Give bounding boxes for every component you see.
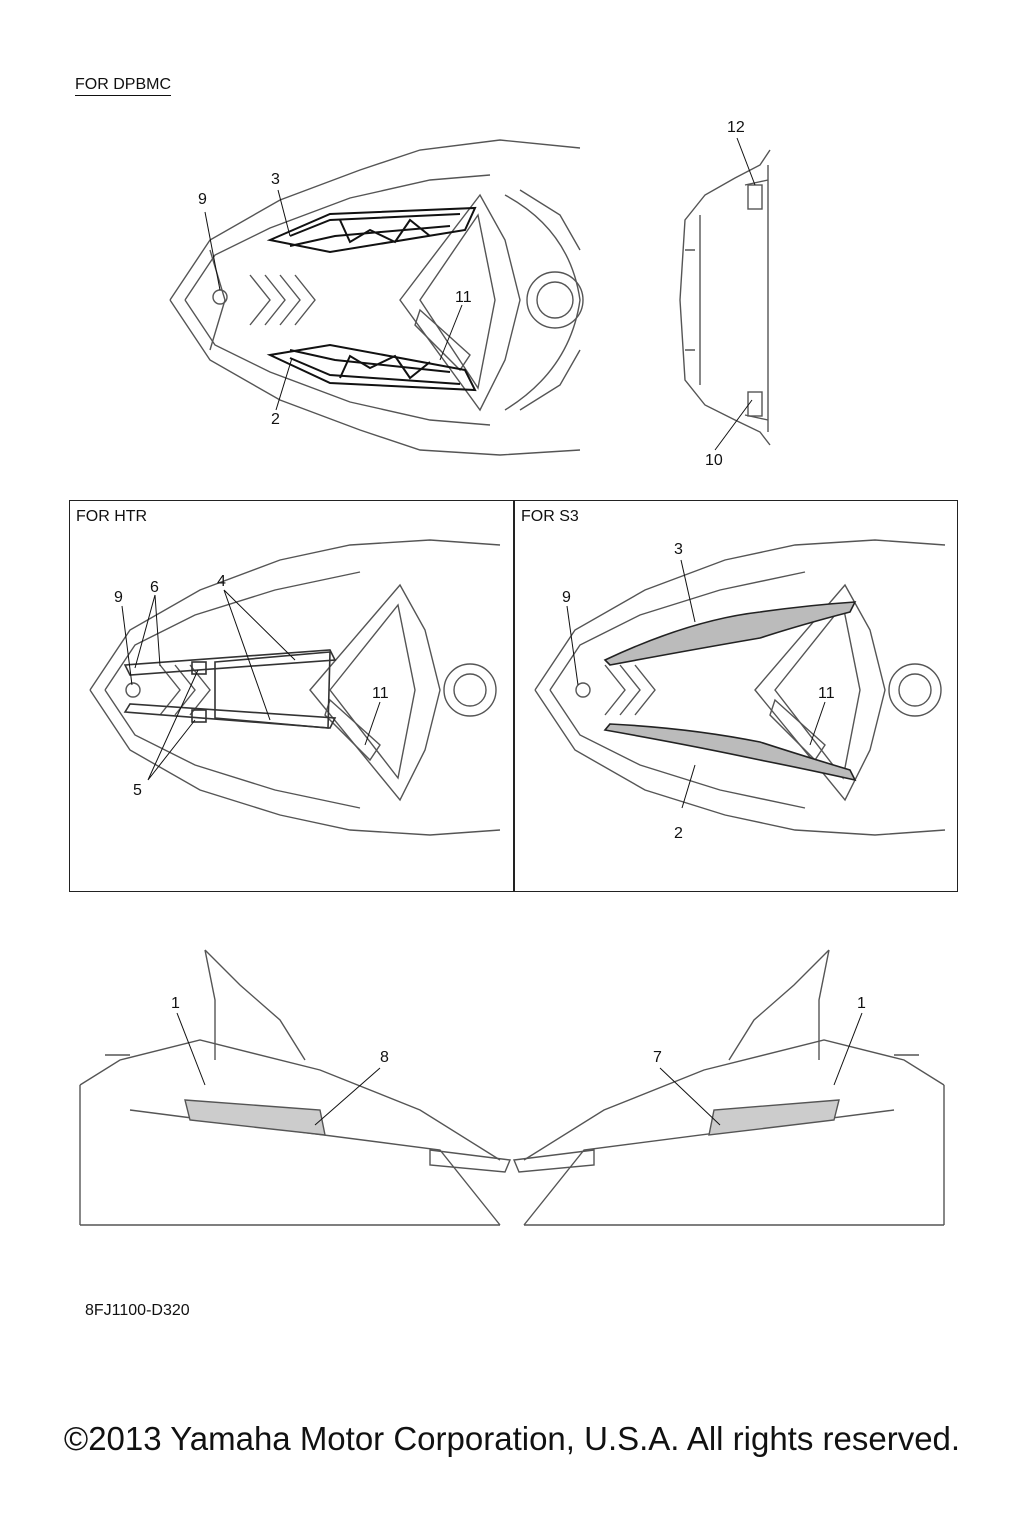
callout-8-side-left: 8 xyxy=(380,1049,389,1066)
dpbmc-hood-drawing xyxy=(169,139,584,456)
side-view-left xyxy=(79,949,512,1226)
htr-hood-drawing xyxy=(89,539,501,836)
section-title-htr: FOR HTR xyxy=(76,508,148,525)
s3-hood-drawing xyxy=(534,539,946,836)
callout-12-dpbmc: 12 xyxy=(727,119,745,136)
callout-2-s3: 2 xyxy=(674,825,683,842)
drawing-code: 8FJ1100-D320 xyxy=(85,1302,190,1319)
leader-lines xyxy=(121,137,863,1126)
callout-11-s3: 11 xyxy=(818,685,835,702)
section-title-dpbmc: FOR DPBMC xyxy=(75,76,171,96)
callout-5-htr: 5 xyxy=(133,782,142,799)
htr-stripes xyxy=(123,649,337,729)
callout-10-dpbmc: 10 xyxy=(705,452,723,469)
callout-11-htr: 11 xyxy=(372,685,389,702)
s3-flame-decal-2 xyxy=(603,723,857,782)
copyright-notice: ©2013 Yamaha Motor Corporation, U.S.A. A… xyxy=(63,1420,961,1457)
callout-9-s3: 9 xyxy=(562,589,571,606)
side-view-right xyxy=(512,949,945,1226)
section-title-s3: FOR S3 xyxy=(521,508,579,525)
callout-3-s3: 3 xyxy=(674,541,683,558)
callout-11-dpbmc: 11 xyxy=(455,289,472,306)
callout-1-side-left: 1 xyxy=(171,995,180,1012)
callout-4-htr: 4 xyxy=(217,573,226,590)
callout-9-dpbmc: 9 xyxy=(198,191,207,208)
panel-htr xyxy=(69,500,515,892)
dpbmc-decal-3 xyxy=(266,206,477,254)
callout-7-side-right: 7 xyxy=(653,1049,662,1066)
callout-1-side-right: 1 xyxy=(857,995,866,1012)
panel-s3 xyxy=(513,500,958,892)
callout-3-dpbmc: 3 xyxy=(271,171,280,188)
s3-flame-decal-3 xyxy=(603,601,857,666)
callout-6-htr: 6 xyxy=(150,579,159,596)
dpbmc-decal-2 xyxy=(266,343,477,392)
callout-2-dpbmc: 2 xyxy=(271,411,280,428)
dpbmc-side-profile xyxy=(679,149,771,446)
callout-9-htr: 9 xyxy=(114,589,123,606)
